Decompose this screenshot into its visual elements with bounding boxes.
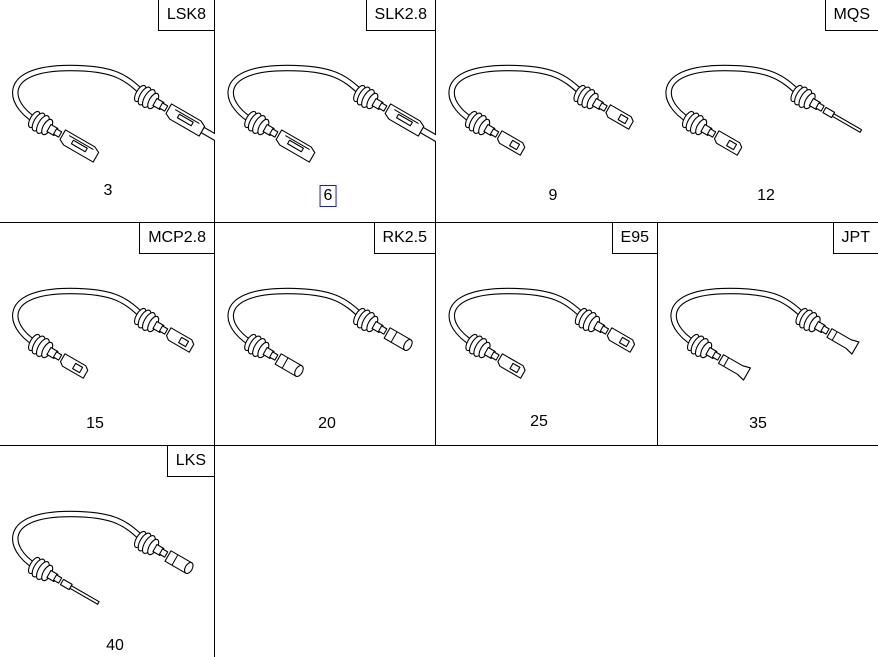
part-number[interactable]: 20 [318, 415, 336, 432]
panel-mcp28: MCP2.8 15 [0, 223, 215, 446]
panel-tag: MQS [824, 0, 878, 31]
cable-drawing[interactable] [215, 223, 436, 446]
cable-drawing[interactable] [0, 446, 215, 657]
cable-drawing[interactable] [658, 223, 878, 446]
cable-drawing[interactable] [436, 0, 656, 223]
panel-rk25: RK2.5 20 [215, 223, 436, 446]
part-number[interactable]: 15 [86, 415, 104, 432]
panel-mqs: MQS 9 12 [436, 0, 878, 223]
panel-lks: LKS 40 [0, 446, 215, 657]
cable-drawing[interactable] [653, 0, 873, 223]
part-number[interactable]: 35 [749, 415, 767, 432]
panel-slk28: SLK2.8 6 [215, 0, 445, 223]
part-number[interactable]: 25 [530, 413, 548, 430]
part-number[interactable]: 40 [106, 637, 124, 654]
part-number[interactable]: 3 [103, 182, 113, 199]
cable-drawing[interactable] [436, 223, 658, 446]
panel-tag: E95 [611, 223, 657, 254]
cable-drawing[interactable] [0, 223, 215, 446]
panel-lsk8: LSK8 3 [0, 0, 226, 223]
panel-tag: SLK2.8 [365, 0, 435, 31]
panel-tag: LKS [166, 446, 214, 477]
panel-tag: JPT [832, 223, 878, 254]
panel-tag: LSK8 [157, 0, 214, 31]
cable-drawing[interactable] [215, 0, 445, 223]
cable-drawing[interactable] [0, 0, 226, 223]
panel-tag: RK2.5 [373, 223, 435, 254]
panel-e95: E95 25 [436, 223, 658, 446]
panel-jpt: JPT 35 [658, 223, 878, 446]
part-number[interactable]: 12 [757, 187, 775, 204]
part-number[interactable]: 9 [548, 187, 558, 204]
part-number-selected[interactable]: 6 [319, 185, 337, 207]
panel-tag: MCP2.8 [139, 223, 214, 254]
